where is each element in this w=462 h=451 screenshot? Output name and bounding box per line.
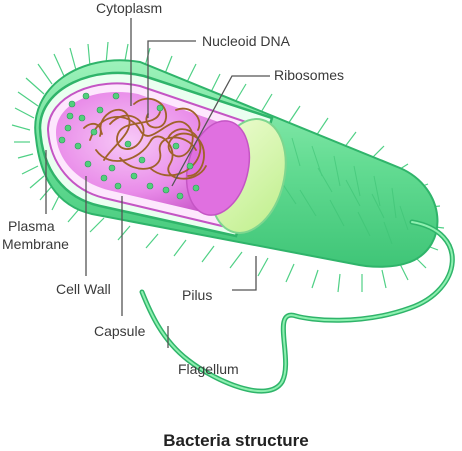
label-cell-wall: Cell Wall: [56, 281, 111, 297]
label-ribosomes: Ribosomes: [274, 67, 344, 83]
leader-ribosomes: [171, 75, 270, 187]
leader-pilus: [232, 256, 257, 291]
label-cytoplasm: Cytoplasm: [96, 0, 162, 16]
label-nucleoid-dna: Nucleoid DNA: [202, 33, 291, 49]
label-plasma: Plasma: [8, 218, 55, 234]
label-membrane: Membrane: [2, 236, 69, 252]
flagellum-highlight: [141, 221, 454, 393]
leader-nucleoid-dna: [147, 40, 196, 118]
pili-hairs: [11, 41, 445, 293]
diagram-title: Bacteria structure: [163, 431, 309, 450]
label-flagellum: Flagellum: [178, 361, 239, 377]
label-capsule: Capsule: [94, 323, 146, 339]
ribosomes: [58, 92, 200, 200]
label-pilus: Pilus: [182, 287, 212, 303]
nucleoid-dna: [83, 97, 207, 180]
leader-lines: [45, 18, 270, 348]
